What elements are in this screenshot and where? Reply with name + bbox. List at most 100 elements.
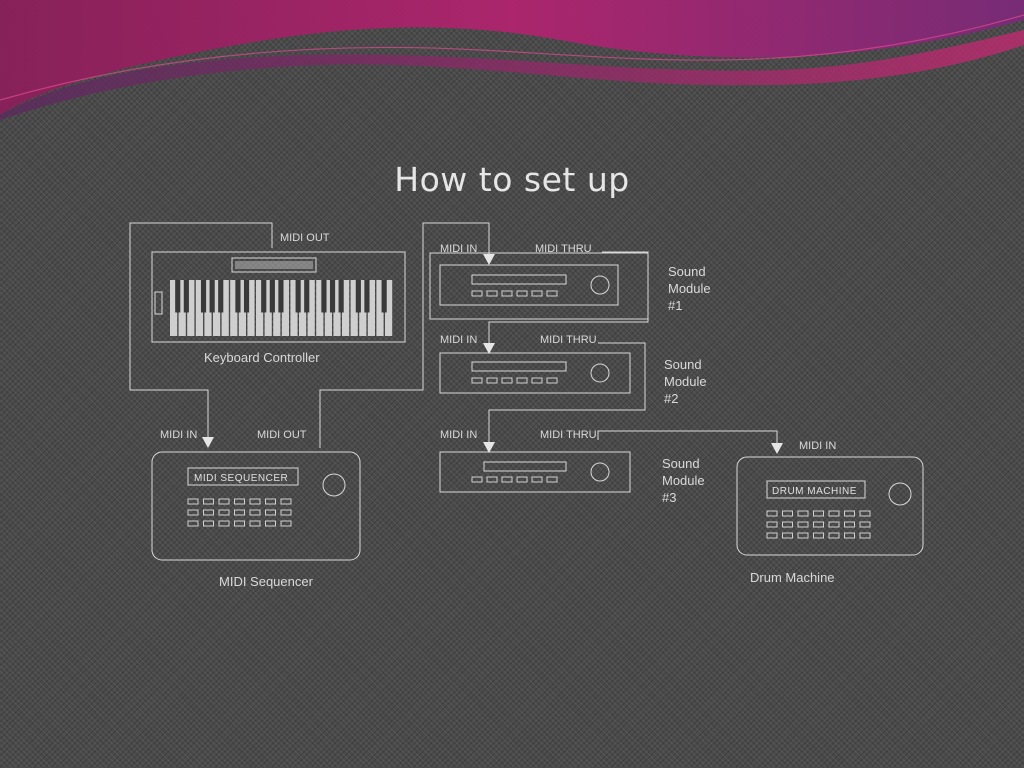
piano-white-key — [350, 280, 358, 336]
piano-white-key — [342, 280, 350, 336]
pad-button — [234, 509, 245, 516]
pad-button — [234, 520, 245, 527]
module-button — [546, 476, 558, 483]
pad-button — [249, 498, 261, 505]
piano-black-key — [200, 280, 207, 313]
pad-button — [187, 498, 199, 505]
piano-black-key — [175, 280, 181, 313]
drum-panel-text: DRUM MACHINE — [772, 486, 857, 497]
module-3-buttons — [471, 476, 558, 483]
piano-white-key — [221, 280, 229, 336]
piano-black-key — [295, 280, 301, 313]
piano-white-key — [204, 280, 212, 336]
piano-white-key — [230, 280, 238, 336]
module-2-buttons — [471, 377, 558, 384]
pad-button — [797, 510, 809, 517]
piano-white-key — [247, 280, 255, 336]
pad-button — [813, 521, 824, 528]
pad-button — [218, 520, 230, 527]
module-1-midi-thru-label: MIDI THRU — [535, 243, 592, 255]
piano-black-key — [278, 280, 284, 313]
sequencer-caption: MIDI Sequencer — [219, 574, 314, 589]
sequencer-display — [187, 467, 299, 486]
drum-body — [736, 456, 924, 556]
sequencer-midi-in-label: MIDI IN — [160, 429, 197, 441]
module-1-knob — [590, 275, 610, 295]
pad-button — [280, 520, 292, 527]
module-1-rack — [429, 252, 649, 320]
pad-button — [844, 532, 855, 539]
piano-black-key — [381, 280, 387, 313]
pad-button — [234, 498, 245, 505]
sequencer-body — [151, 451, 361, 561]
piano-white-key — [316, 280, 324, 336]
piano-black-key — [269, 280, 275, 313]
pad-button — [828, 521, 840, 528]
piano-black-key — [355, 280, 361, 313]
pad-button — [265, 498, 276, 505]
keyboard-out-to-sequencer-in-line — [129, 222, 273, 438]
piano-black-key — [338, 280, 344, 313]
module-1-body — [439, 264, 619, 306]
piano-white-key — [256, 280, 264, 336]
module-3-knob — [590, 462, 610, 482]
module-button — [516, 377, 528, 384]
arrow-drum-in — [771, 443, 783, 454]
pad-button — [249, 509, 261, 516]
piano-white-key — [307, 280, 315, 336]
drum-button-grid — [766, 510, 871, 539]
piano-black-key — [364, 280, 370, 313]
keyboard-midi-out-label: MIDI OUT — [280, 232, 330, 244]
piano-white-key — [195, 280, 203, 336]
pad-button — [813, 532, 824, 539]
pad-button — [766, 521, 778, 528]
piano-black-key — [218, 280, 224, 313]
arrow-module3-in — [483, 442, 495, 453]
pad-button — [187, 509, 199, 516]
piano-keys — [170, 280, 393, 336]
module-2-midi-thru-label: MIDI THRU — [540, 334, 597, 346]
pad-button — [766, 532, 778, 539]
sequencer-knob — [322, 473, 346, 497]
piano-white-key — [333, 280, 341, 336]
module-button — [546, 290, 558, 297]
piano-white-key — [299, 280, 307, 336]
drum-machine: DRUM MACHINE MIDI IN Drum Machine — [736, 440, 924, 585]
piano-white-key — [238, 280, 246, 336]
pad-button — [782, 510, 793, 517]
module-1-buttons — [471, 290, 558, 297]
module-2-display — [471, 361, 567, 372]
piano-white-key — [178, 280, 186, 336]
module-2-midi-in-label: MIDI IN — [440, 334, 477, 346]
module-1-caption-line2: Module — [668, 281, 711, 296]
piano-black-key — [321, 280, 327, 313]
module-2-caption-line2: Module — [664, 374, 707, 389]
module-button — [531, 476, 543, 483]
pad-button — [203, 509, 214, 516]
module-button — [486, 476, 498, 483]
piano-white-key — [290, 280, 298, 336]
arrow-module2-in — [483, 343, 495, 354]
keyboard-caption: Keyboard Controller — [204, 350, 320, 365]
module-button — [501, 290, 513, 297]
pad-button — [782, 521, 793, 528]
module-2-knob — [590, 363, 610, 383]
pad-button — [844, 521, 855, 528]
pad-button — [782, 532, 793, 539]
pad-button — [797, 532, 809, 539]
pad-button — [859, 521, 871, 528]
piano-white-key — [359, 280, 367, 336]
module-button — [531, 377, 543, 384]
header-wave-decoration — [0, 0, 1024, 120]
drum-knob — [888, 482, 912, 506]
midi-sequencer: MIDI SEQUENCER MIDI IN MIDI OUT MIDI Seq… — [151, 429, 361, 589]
module-2-caption-line1: Sound — [664, 357, 702, 372]
piano-white-key — [385, 280, 393, 336]
module-3-display — [483, 461, 567, 472]
drum-display — [766, 480, 866, 499]
pad-button — [828, 510, 840, 517]
module-button — [516, 476, 528, 483]
pad-button — [203, 520, 214, 527]
pad-button — [797, 521, 809, 528]
